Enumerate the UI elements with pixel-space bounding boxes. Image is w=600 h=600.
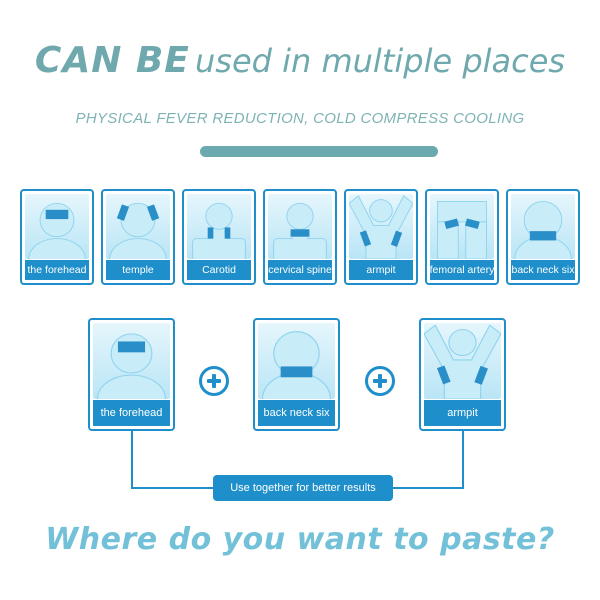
placement-label: the forehead <box>25 260 89 280</box>
back-neck-patch-icon <box>258 323 335 399</box>
connector-left-vertical <box>131 431 133 489</box>
combo-card-back-neck: back neck six <box>253 318 340 431</box>
placement-label: armpit <box>349 260 413 280</box>
temple-patch-icon <box>106 194 170 259</box>
subheadline: PHYSICAL FEVER REDUCTION, COLD COMPRESS … <box>75 110 525 127</box>
connector-left-horizontal <box>131 487 213 489</box>
placement-card-carotid: Carotid <box>182 189 256 285</box>
placement-label: cervical spine <box>268 260 332 280</box>
armpit-patch-icon <box>349 194 413 259</box>
divider-bar <box>200 146 438 157</box>
placement-label: Carotid <box>187 260 251 280</box>
headline-rest: used in multiple places <box>195 42 566 80</box>
combo-note: Use together for better results <box>213 475 393 501</box>
back-neck-patch-icon <box>511 194 575 259</box>
combo-label: the forehead <box>93 400 170 426</box>
combo-card-forehead: the forehead <box>88 318 175 431</box>
connector-right-horizontal <box>393 487 464 489</box>
placement-card-cervical-spine: cervical spine <box>263 189 337 285</box>
placement-label: femoral artery <box>430 260 494 280</box>
forehead-patch-icon <box>25 194 89 259</box>
armpit-patch-icon <box>424 323 501 399</box>
plus-icon <box>365 366 395 396</box>
connector-right-vertical <box>462 431 464 489</box>
combo-label: back neck six <box>258 400 335 426</box>
headline-bold: CAN BE <box>34 40 190 81</box>
placement-card-armpit: armpit <box>344 189 418 285</box>
placement-card-forehead: the forehead <box>20 189 94 285</box>
placement-card-temple: temple <box>101 189 175 285</box>
placement-label: back neck six <box>511 260 575 280</box>
combo-card-armpit: armpit <box>419 318 506 431</box>
headline: CAN BE used in multiple places <box>0 40 600 81</box>
placement-card-back-neck: back neck six <box>506 189 580 285</box>
cervical-spine-patch-icon <box>268 194 332 259</box>
placement-label: temple <box>106 260 170 280</box>
femoral-artery-patch-icon <box>430 194 494 259</box>
question-text: Where do you want to paste? <box>45 522 555 557</box>
carotid-patch-icon <box>187 194 251 259</box>
placement-card-femoral-artery: femoral artery <box>425 189 499 285</box>
plus-icon <box>199 366 229 396</box>
combo-label: armpit <box>424 400 501 426</box>
forehead-patch-icon <box>93 323 170 399</box>
